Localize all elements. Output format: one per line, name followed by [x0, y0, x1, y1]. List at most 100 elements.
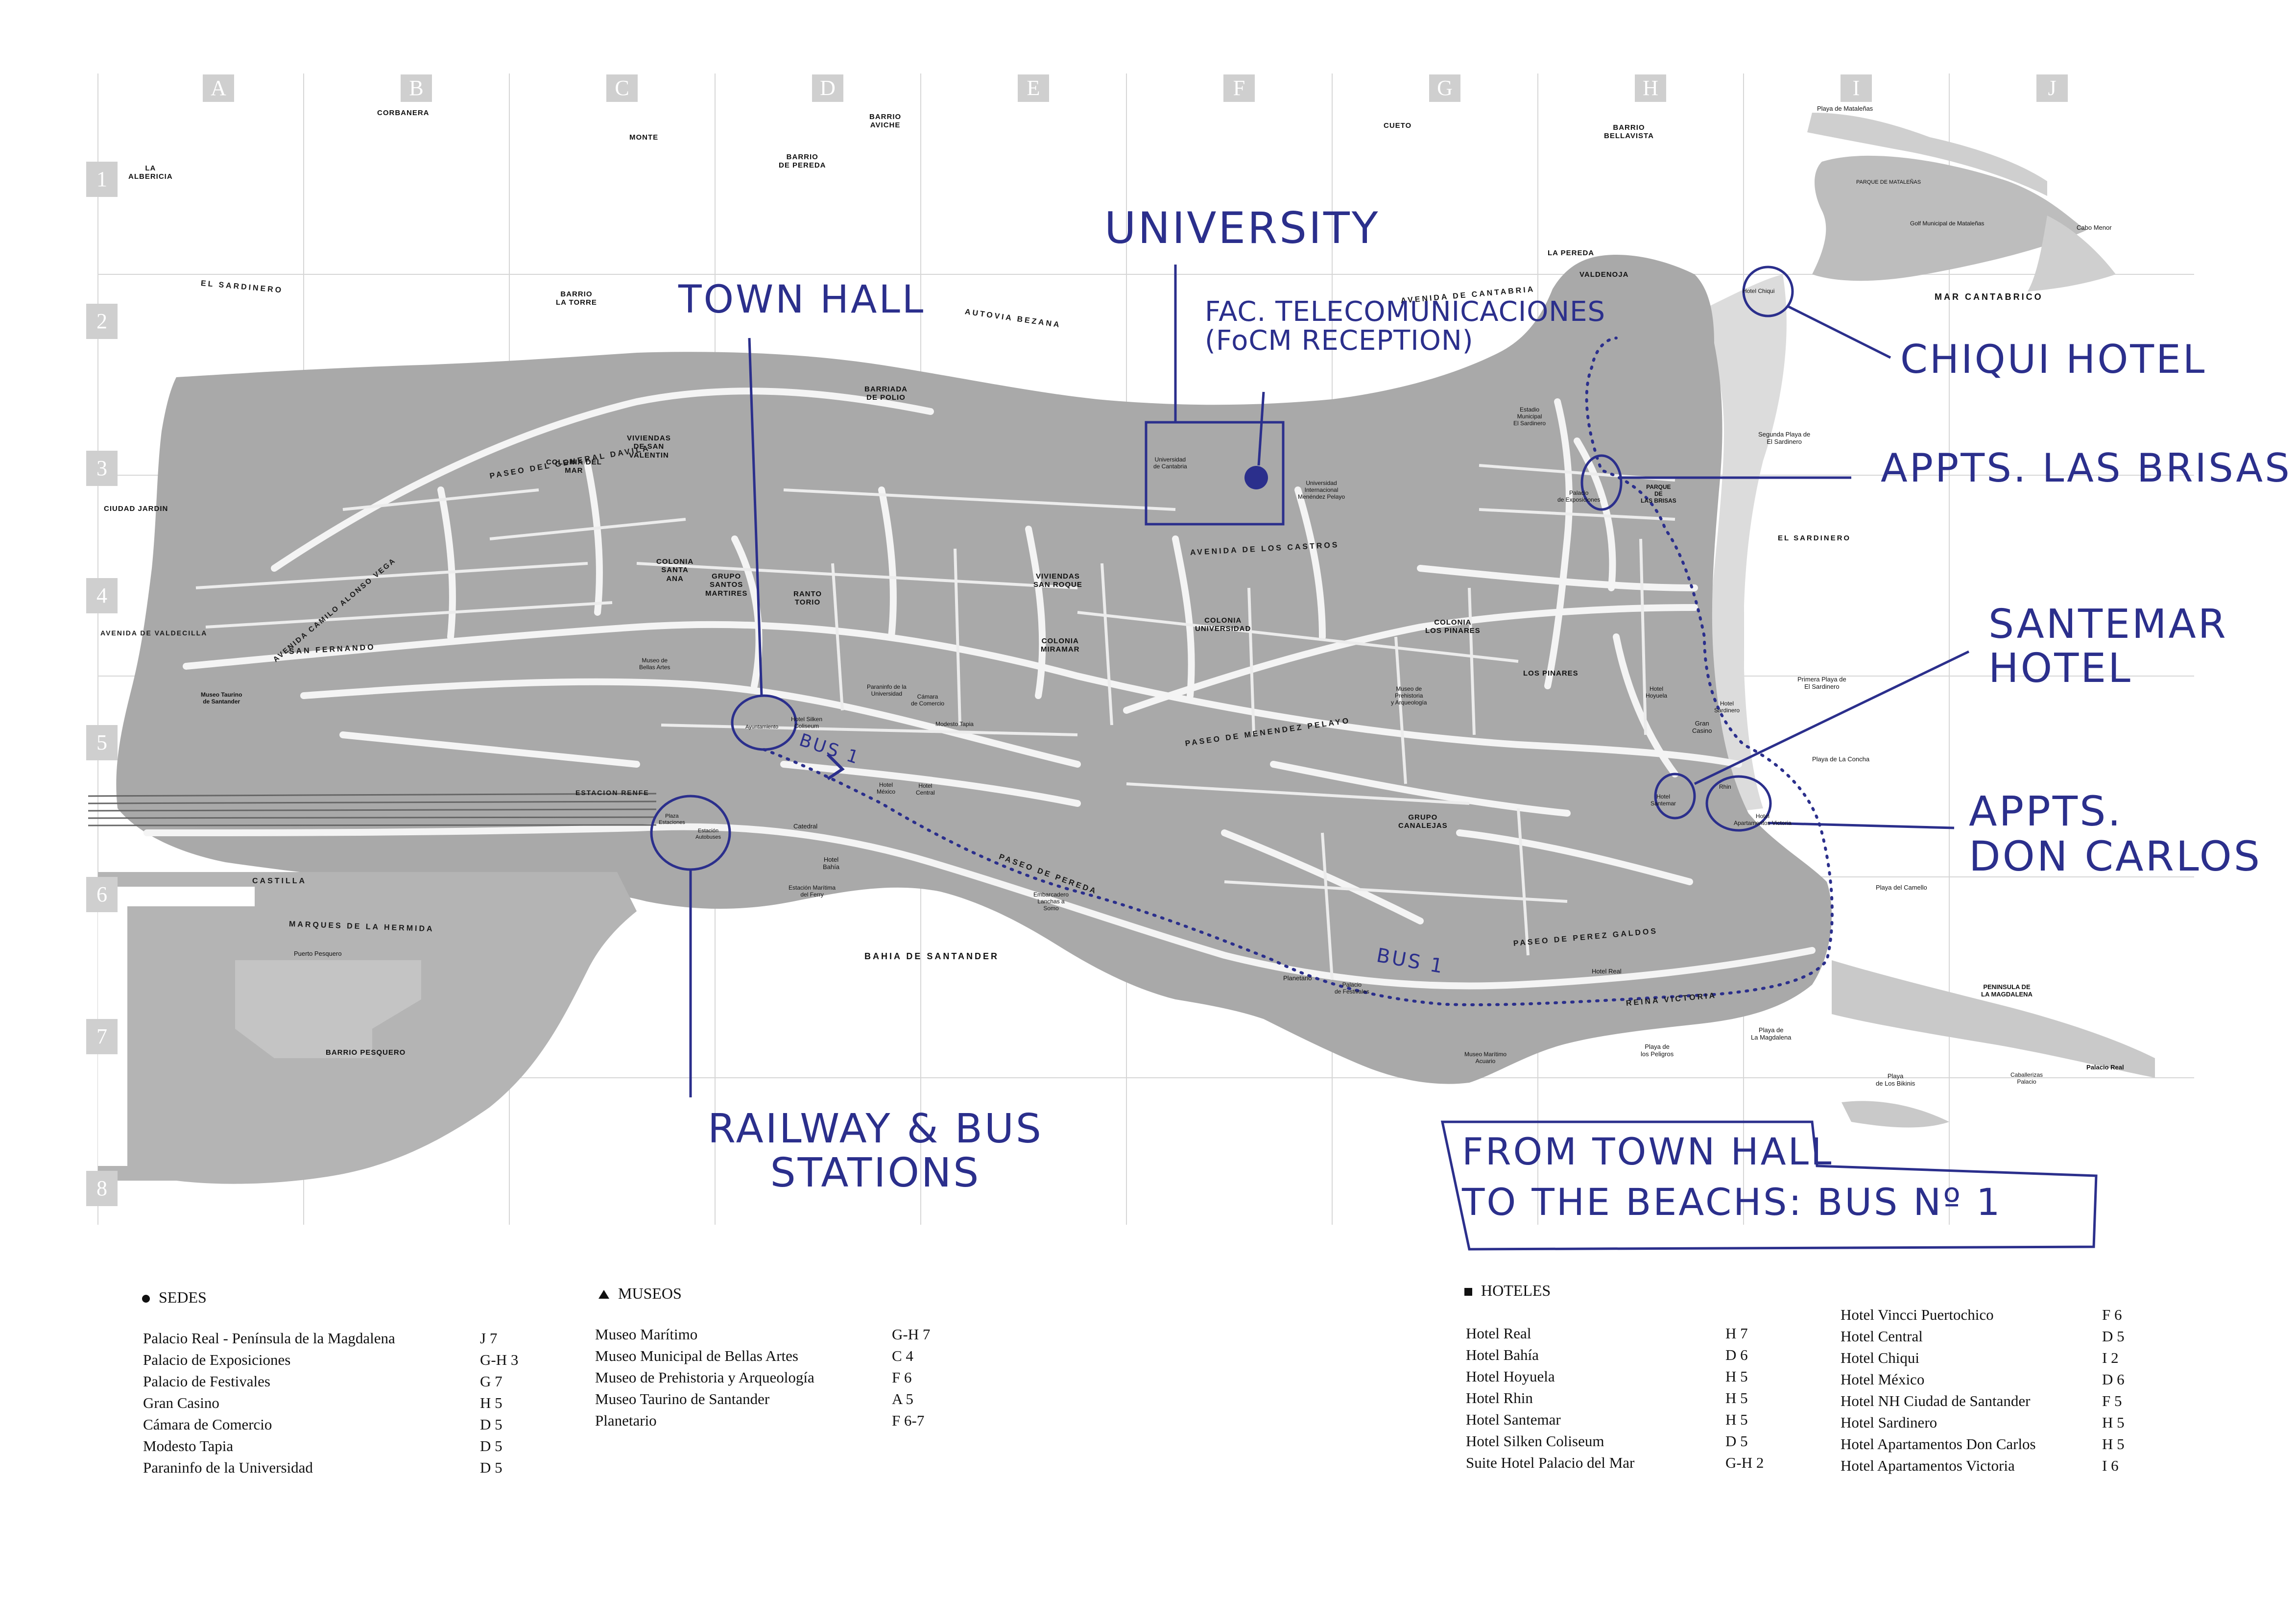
- legend-hoteles-title: HOTELES: [1464, 1282, 1551, 1300]
- cabo-menor-strip: [1807, 113, 2047, 196]
- legend-museos-title: MUSEOS: [598, 1285, 682, 1303]
- place-label: COLONIA DEL MAR: [546, 458, 602, 475]
- place-label: Puerto Pesquero: [294, 950, 342, 957]
- poi-label: Ayuntamiento: [745, 724, 779, 730]
- poi-label: Playa de Mataleñas: [1817, 105, 1873, 112]
- grid-col-a: A: [203, 74, 234, 102]
- poi-label: Playa de La Concha: [1812, 755, 1870, 763]
- poi-label: Hotel Santemar: [1650, 793, 1676, 807]
- university-dot: [1244, 466, 1268, 489]
- place-label: VIVIENDAS SAN ROQUE: [1033, 572, 1082, 589]
- water-label: BAHIA DE SANTANDER: [864, 951, 1000, 961]
- poi-label: Playa de los Peligros: [1641, 1043, 1674, 1058]
- grid-col-j: J: [2036, 74, 2068, 102]
- street-label: AVENIDA DE VALDECILLA: [100, 629, 208, 637]
- poi-label: PARQUE DE MATALEÑAS: [1856, 179, 1921, 185]
- place-label: LA ALBERICIA: [128, 164, 173, 181]
- grid-row-3: 3: [86, 451, 118, 486]
- poi-label: Hotel Sardinero: [1714, 700, 1740, 714]
- bus-1-route: [763, 337, 1834, 1006]
- poi-label: Museo de Bellas Artes: [639, 657, 670, 671]
- street-label: CASTILLA: [252, 877, 307, 885]
- poi-label: Universidad de Cantabria: [1153, 456, 1187, 470]
- annotation-university: UNIVERSITY: [1104, 203, 1380, 253]
- poi-label: Hotel Central: [916, 782, 935, 796]
- hand-leaders: [689, 265, 1970, 1097]
- grid-col-h: H: [1635, 74, 1666, 102]
- poi-label: Museo de Prehistoria y Arqueología: [1391, 685, 1427, 706]
- grid-col-g: G: [1429, 74, 1460, 102]
- place-label: COLONIA SANTA ANA: [656, 557, 694, 583]
- magdalena-peninsula: [1832, 960, 2155, 1078]
- poi-label: Museo Marítimo Acuario: [1464, 1051, 1507, 1065]
- place-label: CUETO: [1384, 121, 1412, 130]
- bus-1-arrow: [826, 753, 845, 780]
- grid-col-e: E: [1018, 74, 1049, 102]
- grid-row-4: 4: [86, 578, 118, 613]
- mouro-island: [1842, 1101, 1949, 1128]
- grid-row-5: 5: [86, 725, 118, 760]
- grid-row-7: 7: [86, 1019, 118, 1054]
- place-label: BARRIADA DE POLIO: [864, 385, 908, 402]
- grid-col-d: D: [812, 74, 843, 102]
- poi-label: Museo Taurino de Santander: [201, 691, 242, 705]
- poi-label: Estación Marítima del Ferry: [789, 884, 836, 898]
- grid-row-6: 6: [86, 877, 118, 912]
- annotation-don-carlos: APPTS. DON CARLOS: [1969, 787, 2262, 881]
- poi-label: Primera Playa de El Sardinero: [1797, 676, 1846, 690]
- annotation-santemar: SANTEMAR HOTEL: [1988, 601, 2228, 692]
- place-label: LOS PINARES: [1523, 669, 1578, 678]
- place-label: BARRIO DE PEREDA: [779, 153, 826, 170]
- poi-label: Modesto Tapia: [935, 721, 974, 727]
- poi-label: Paraninfo de la Universidad: [867, 683, 907, 697]
- place-label: BARRIO PESQUERO: [326, 1048, 406, 1057]
- place-label: COLONIA MIRAMAR: [1041, 637, 1080, 654]
- grid-row-8: 8: [86, 1171, 118, 1206]
- poi-label: Universidad Internacional Menéndez Pelay…: [1298, 480, 1345, 500]
- place-label: COLONIA LOS PINARES: [1425, 618, 1481, 635]
- legend-sedes-title: SEDES: [142, 1288, 207, 1307]
- annotation-las-brisas: APPTS. LAS BRISAS: [1881, 445, 2292, 491]
- poi-label: Cabo Menor: [2077, 224, 2112, 231]
- poi-label: Hotel Chiqui: [1743, 288, 1775, 294]
- poi-label: Cámara de Comercio: [911, 693, 945, 707]
- poi-label: Hotel Hoyuela: [1646, 685, 1668, 699]
- sede-dot-icon: [142, 1295, 150, 1303]
- annotation-town-hall: TOWN HALL: [678, 278, 926, 322]
- poi-label: Segunda Playa de El Sardinero: [1758, 431, 1811, 445]
- place-label: EL SARDINERO: [1778, 534, 1851, 542]
- poi-label: Palacio de Exposiciones: [1557, 489, 1601, 503]
- annotation-chiqui-hotel: CHIQUI HOTEL: [1900, 337, 2207, 382]
- grid-col-i: I: [1841, 74, 1872, 102]
- poi-label: Palacio Real: [2086, 1064, 2124, 1071]
- poi-label: Gran Casino: [1692, 720, 1712, 734]
- poi-label: PARQUE DE LAS BRISAS: [1641, 484, 1676, 504]
- port-dock: [235, 960, 421, 1058]
- place-label: VALDENOJA: [1579, 270, 1629, 279]
- poi-label: Catedral: [793, 823, 818, 830]
- street-network: [144, 388, 1816, 990]
- poi-label: Caballerizas Palacio: [2010, 1071, 2043, 1085]
- place-label: COLONIA UNIVERSIDAD: [1195, 616, 1251, 633]
- cabo-menor-land: [1812, 155, 2086, 281]
- poi-label: Playa de La Magdalena: [1751, 1026, 1792, 1041]
- annotation-railway: RAILWAY & BUS STATIONS: [708, 1106, 1043, 1197]
- legend-sedes-list: Palacio Real - Península de la Magdalena…: [143, 1328, 518, 1479]
- hotel-square-icon: [1464, 1288, 1472, 1296]
- poi-label: Plaza Estaciones: [659, 813, 685, 825]
- poi-label: Planetario: [1283, 974, 1312, 982]
- port-edge: [98, 887, 255, 1166]
